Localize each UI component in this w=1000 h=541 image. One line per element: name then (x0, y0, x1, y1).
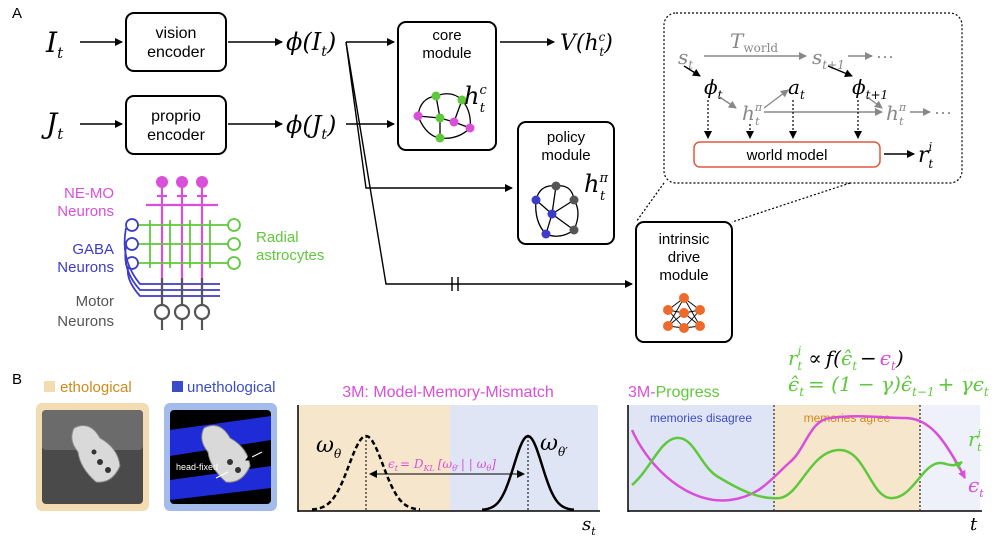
mismatch-blue-region (450, 405, 598, 511)
progress-title: 3M-Progress (628, 384, 720, 401)
unethological-image (170, 410, 271, 504)
neuron-circuit (123, 176, 241, 330)
eps-curve-label: ϵt (968, 473, 984, 500)
ne-mo-label-2: Neurons (57, 203, 114, 220)
core-module-box (397, 21, 497, 151)
intrinsic-line3: module (659, 267, 708, 284)
arrow-phi-intrinsic (345, 41, 633, 288)
legend-ethological-swatch (44, 381, 55, 392)
vision-encoder-box (125, 12, 227, 72)
wm-phi-t: ϕt (704, 75, 723, 102)
intrinsic-line1: intrinsic (659, 231, 710, 248)
policy-module-box (517, 121, 615, 245)
wm-ellipsis-bottom: ··· (934, 102, 952, 122)
ne-mo-label-1: NE-MO (64, 185, 114, 202)
wm-s-t: st (678, 45, 693, 72)
mismatch-tan-region (298, 405, 450, 511)
wm-transition: Tworld (730, 29, 778, 55)
panel-a-label: A (12, 5, 22, 22)
region-disagree: memories disagree (650, 411, 752, 425)
wm-s-next: st+1 (812, 45, 845, 72)
world-model-box (693, 141, 881, 168)
mismatch-x-label: st (582, 514, 596, 538)
legend-unethological-swatch (172, 381, 183, 392)
legend-ethological: ethological (60, 379, 132, 396)
policy-module-line1: policy (547, 129, 586, 146)
wm-arrow-h-a (763, 89, 789, 109)
proprio-input: Jt (41, 107, 64, 143)
arrow-phi-policy (345, 41, 513, 192)
wm-arrow-s-phi (683, 65, 701, 77)
legend-unethological: unethological (187, 379, 275, 396)
omega-right: ωθ′ (540, 431, 568, 459)
motor-label-2: Neurons (57, 313, 114, 330)
progress-x-label: t (970, 514, 978, 535)
intrinsic-module-box (635, 221, 733, 343)
progress-tan-region (774, 405, 920, 511)
vision-encoder-line2: encoder (147, 44, 205, 61)
progress-fade-region (920, 405, 980, 511)
reward-curve (631, 436, 963, 500)
epsilon-formula: ϵt= DKL[ωθ′| | ωθ] (388, 457, 496, 473)
proprio-encoder-line2: encoder (147, 127, 205, 144)
vision-input: It (45, 26, 64, 62)
core-module-line1: core (432, 27, 461, 44)
core-module-line2: module (422, 45, 471, 62)
gaba-label-1: GABA (72, 241, 114, 258)
astro-label-1: Radial (256, 229, 299, 246)
wm-arrow-phi-h (717, 95, 737, 109)
head-fixed-label: head-fixed (176, 462, 218, 472)
panel-b-label: B (12, 371, 22, 388)
intrinsic-network (663, 293, 705, 333)
core-network (413, 91, 475, 143)
ema-equation: ϵ̂t= (1 − γ)ϵ̂t−1+ γϵt (788, 372, 989, 399)
omega-left: ωθ (316, 433, 342, 461)
ethological-image (42, 410, 143, 504)
phi-proprio: ϕ(Jt) (286, 111, 336, 143)
policy-module-line2: module (541, 147, 590, 164)
wm-ellipsis-top: ··· (876, 46, 894, 66)
zoom-line-left (635, 182, 665, 223)
mismatch-title: 3M: Model-Memory-Mismatch (342, 384, 554, 401)
phi-vision: ϕ(It) (286, 28, 336, 60)
intrinsic-line2: drive (668, 249, 701, 266)
proprio-encoder-box (125, 95, 227, 155)
gaba-label-2: Neurons (57, 259, 114, 276)
epsilon-curve (630, 414, 967, 502)
wm-arrow-snext-phi (827, 65, 853, 77)
motor-label-1: Motor (76, 293, 114, 310)
region-agree: memories agree (804, 411, 891, 425)
wm-phi-next: ϕt+1 (852, 75, 888, 102)
zoom-line-right (731, 182, 851, 223)
astro-label-2: astrocytes (256, 247, 324, 264)
world-model-panel (663, 12, 963, 184)
wm-a-t: at (788, 75, 805, 102)
vision-encoder-line1: vision (156, 25, 197, 42)
proprio-encoder-line1: proprio (151, 108, 201, 125)
world-model-label: world model (746, 147, 828, 164)
policy-network (531, 181, 579, 239)
wm-arrow-phinext-h (865, 95, 883, 109)
